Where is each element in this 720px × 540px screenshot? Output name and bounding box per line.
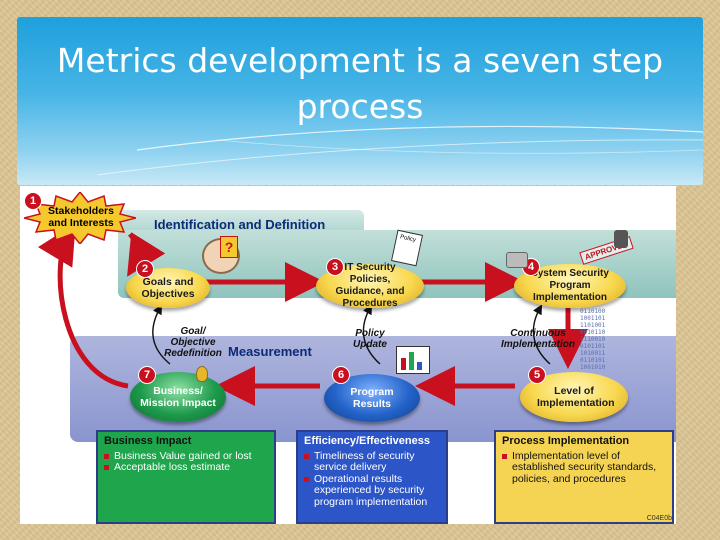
box-item: Implementation level of established secu… <box>502 450 666 486</box>
question-mark-icon: ? <box>220 236 238 258</box>
step-label: Goals and Objectives <box>141 276 195 300</box>
box-item: Timeliness of security service delivery <box>304 450 440 474</box>
computer-icon <box>506 252 528 268</box>
step-label: Business/ Mission Impact <box>140 385 216 409</box>
efficiency-effectiveness-box: Efficiency/Effectiveness Timeliness of s… <box>296 430 448 524</box>
identification-band-label: Identification and Definition <box>154 217 326 232</box>
process-arrows <box>38 223 588 406</box>
box-title: Efficiency/Effectiveness <box>304 435 430 447</box>
step-number-badge: 2 <box>136 260 154 278</box>
metrics-process-diagram: Identification and Definition Measuremen… <box>20 186 676 524</box>
step-label: Stakeholders and Interests <box>48 205 114 229</box>
step-stakeholders: Stakeholders and Interests <box>44 202 118 232</box>
step-number-badge: 1 <box>24 192 42 210</box>
business-impact-box: Business Impact Business Value gained or… <box>96 430 276 524</box>
box-title: Business Impact <box>104 435 192 447</box>
step-number-badge: 5 <box>528 366 546 384</box>
slide-title: Metrics development is a seven step proc… <box>56 41 664 126</box>
step-label: Level of Implementation <box>537 385 615 409</box>
measurement-band-label: Measurement <box>228 344 312 359</box>
process-implementation-box: Process Implementation Implementation le… <box>494 430 674 524</box>
program-results-chart-icon <box>396 346 430 374</box>
step-number-badge: 3 <box>326 258 344 276</box>
goal-redefinition-label: Goal/ Objective Redefinition <box>164 326 222 359</box>
figure-id: C04E0b <box>646 515 672 522</box>
policy-document-text: Policy <box>399 234 417 244</box>
slide-header-background <box>17 17 703 185</box>
box-item: Business Value gained or lost <box>104 450 268 463</box>
continuous-implementation-label: Continuous Implementation <box>501 328 575 350</box>
step-label: IT Security Policies, Guidance, and Proc… <box>335 262 405 309</box>
step-number-badge: 6 <box>332 366 350 384</box>
step-number-badge: 7 <box>138 366 156 384</box>
box-title: Process Implementation <box>502 435 630 447</box>
box-item: Operational results experienced by secur… <box>304 473 440 509</box>
header-swoosh <box>96 125 703 176</box>
step-label: System Security Program Implementation <box>531 268 609 303</box>
policy-update-label: Policy Update <box>353 328 387 350</box>
money-bag-icon <box>196 366 208 382</box>
stamp-handle-icon <box>614 230 628 248</box>
box-item: Acceptable loss estimate <box>104 461 268 474</box>
step-label: Program Results <box>350 386 394 410</box>
